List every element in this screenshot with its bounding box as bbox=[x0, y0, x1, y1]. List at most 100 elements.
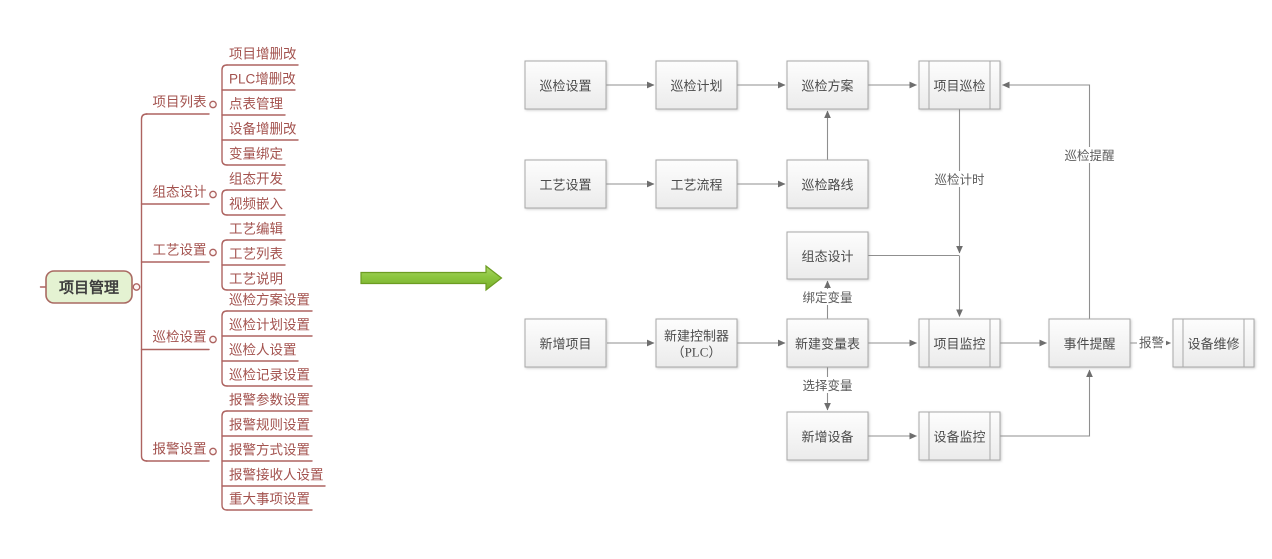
mindmap-leaf: 项目增删改 bbox=[229, 47, 297, 62]
root-connector-dot bbox=[132, 283, 141, 291]
svg-text:工艺流程: 工艺流程 bbox=[670, 178, 722, 193]
branch-dot bbox=[209, 248, 217, 257]
mindmap-leaf: PLC增删改 bbox=[229, 72, 296, 87]
mindmap-branch-project-list: 项目列表 bbox=[153, 95, 207, 110]
svg-text:巡检计时: 巡检计时 bbox=[934, 172, 985, 187]
mindmap-leaf: 工艺编辑 bbox=[229, 222, 283, 237]
node-rect bbox=[655, 159, 738, 209]
node-rect bbox=[655, 60, 738, 110]
flow-node-inspect-settings: 巡检设置 bbox=[524, 60, 607, 110]
flow-node-new-device: 新增设备 bbox=[786, 411, 869, 461]
flow-node-inspect-scheme: 巡检方案 bbox=[786, 60, 869, 110]
flowchart: 巡检计时 巡检提醒 绑定变量 选择变量 报警 巡检设置 巡检计划 bbox=[524, 60, 1255, 461]
svg-text:巡检方案: 巡检方案 bbox=[801, 79, 853, 94]
svg-text:设备监控: 设备监控 bbox=[933, 430, 985, 445]
flow-node-device-repair: 设备维修 bbox=[1172, 318, 1255, 368]
mindmap-branch-process-settings: 工艺设置 bbox=[153, 243, 207, 258]
node-rect bbox=[918, 411, 1001, 461]
svg-text:巡检设置: 巡检设置 bbox=[539, 79, 591, 94]
mindmap-leaf: 报警规则设置 bbox=[229, 418, 310, 433]
svg-text:新建控制器: 新建控制器 bbox=[664, 329, 729, 344]
transform-arrow-icon bbox=[360, 264, 503, 292]
node-rect bbox=[918, 60, 1001, 110]
branch-dot bbox=[209, 190, 217, 199]
mindmap-leaf: 报警参数设置 bbox=[229, 392, 310, 408]
mindmap-leaf: 巡检记录设置 bbox=[229, 368, 310, 383]
edge-label-select-var: 选择变量 bbox=[798, 377, 857, 393]
mindmap-leaf: 工艺列表 bbox=[229, 247, 283, 262]
branch-dot bbox=[209, 447, 217, 456]
mindmap-leaf: 巡检人设置 bbox=[229, 343, 297, 358]
mindmap-branch-config-design: 组态设计 bbox=[153, 185, 207, 200]
edge-label-bg bbox=[1137, 335, 1166, 350]
edge-label-inspect-timing: 巡检计时 bbox=[930, 171, 989, 187]
branch-dot bbox=[209, 335, 217, 344]
mindmap-root-node bbox=[45, 270, 133, 304]
edge-label-alarm: 报警 bbox=[1137, 335, 1166, 350]
svg-text:新建变量表: 新建变量表 bbox=[795, 337, 860, 352]
node-rect bbox=[655, 318, 738, 368]
flow-node-inspect-plan: 巡检计划 bbox=[655, 60, 738, 110]
node-rect bbox=[786, 231, 869, 280]
node-rect bbox=[786, 411, 869, 461]
mindmap-leaf: 巡检计划设置 bbox=[229, 318, 310, 333]
edge-label-bind-var: 绑定变量 bbox=[798, 289, 857, 305]
mindmap-leaf: 重大事项设置 bbox=[229, 492, 310, 507]
node-rect bbox=[786, 60, 869, 110]
mindmap-leaf: 巡检方案设置 bbox=[229, 292, 310, 308]
node-rect bbox=[1048, 318, 1131, 368]
flow-node-event-remind: 事件提醒 bbox=[1048, 318, 1131, 368]
mindmap-root-label: 项目管理 bbox=[59, 279, 119, 297]
edge-label-inspect-remind: 巡检提醒 bbox=[1060, 147, 1119, 163]
svg-text:新增项目: 新增项目 bbox=[539, 337, 591, 352]
svg-text:组态设计: 组态设计 bbox=[801, 249, 853, 264]
mindmap-leaf: 点表管理 bbox=[229, 97, 283, 112]
mindmap-branch-alarm-settings: 报警设置 bbox=[153, 442, 207, 457]
flow-node-process-flow: 工艺流程 bbox=[655, 159, 738, 209]
svg-text:设备维修: 设备维修 bbox=[1187, 337, 1239, 352]
node-rect bbox=[524, 159, 607, 209]
branch-dot bbox=[209, 100, 217, 109]
svg-text:（PLC）: （PLC） bbox=[672, 345, 722, 360]
flow-node-new-project: 新增项目 bbox=[524, 318, 607, 368]
svg-text:巡检计划: 巡检计划 bbox=[670, 79, 722, 94]
node-rect bbox=[524, 60, 607, 110]
flow-node-new-controller: 新建控制器 （PLC） bbox=[655, 318, 738, 368]
mindmap-trunk bbox=[140, 113, 148, 462]
edge-label-bg bbox=[798, 289, 857, 305]
edge-label-bg bbox=[1060, 147, 1119, 163]
mindmap-leaf: 报警方式设置 bbox=[229, 443, 310, 458]
mindmap-leaf: 设备增删改 bbox=[229, 121, 297, 137]
svg-text:报警: 报警 bbox=[1139, 335, 1164, 350]
node-rect bbox=[1172, 318, 1255, 368]
mindmap-leaf: 视频嵌入 bbox=[229, 197, 283, 212]
edge-label-bg bbox=[798, 377, 857, 393]
edge-device-monitor-to-event-remind bbox=[1000, 369, 1093, 437]
svg-text:工艺设置: 工艺设置 bbox=[539, 178, 591, 193]
mindmap-leaf: 变量绑定 bbox=[229, 147, 283, 162]
bracket-config-design bbox=[221, 189, 228, 216]
flow-node-project-monitor: 项目监控 bbox=[918, 318, 1001, 368]
flow-node-new-var-table: 新建变量表 bbox=[786, 318, 869, 368]
mindmap: 项目管理 项目列表 组态设计 工艺设置 巡检设置 报警设置 bbox=[39, 47, 326, 511]
mindmap-branch-inspect-settings: 巡检设置 bbox=[153, 330, 207, 345]
flow-node-project-inspect: 项目巡检 bbox=[918, 60, 1001, 110]
mindmap-leaf: 报警接收人设置 bbox=[229, 467, 324, 483]
node-rect bbox=[918, 318, 1001, 368]
svg-text:巡检路线: 巡检路线 bbox=[801, 178, 853, 193]
flow-node-inspect-route: 巡检路线 bbox=[786, 159, 869, 209]
svg-text:新增设备: 新增设备 bbox=[801, 430, 853, 445]
node-rect bbox=[786, 318, 869, 368]
svg-text:事件提醒: 事件提醒 bbox=[1063, 337, 1115, 352]
svg-text:绑定变量: 绑定变量 bbox=[802, 290, 852, 305]
node-rect bbox=[524, 318, 607, 368]
flow-node-process-settings: 工艺设置 bbox=[524, 159, 607, 209]
flow-node-device-monitor: 设备监控 bbox=[918, 411, 1001, 461]
svg-text:项目监控: 项目监控 bbox=[933, 337, 985, 352]
svg-text:巡检提醒: 巡检提醒 bbox=[1064, 148, 1115, 163]
flow-node-config-design: 组态设计 bbox=[786, 231, 869, 280]
svg-text:项目巡检: 项目巡检 bbox=[933, 79, 985, 94]
mindmap-leaf: 工艺说明 bbox=[229, 272, 283, 287]
edge-event-remind-to-project-inspect bbox=[1001, 81, 1091, 319]
